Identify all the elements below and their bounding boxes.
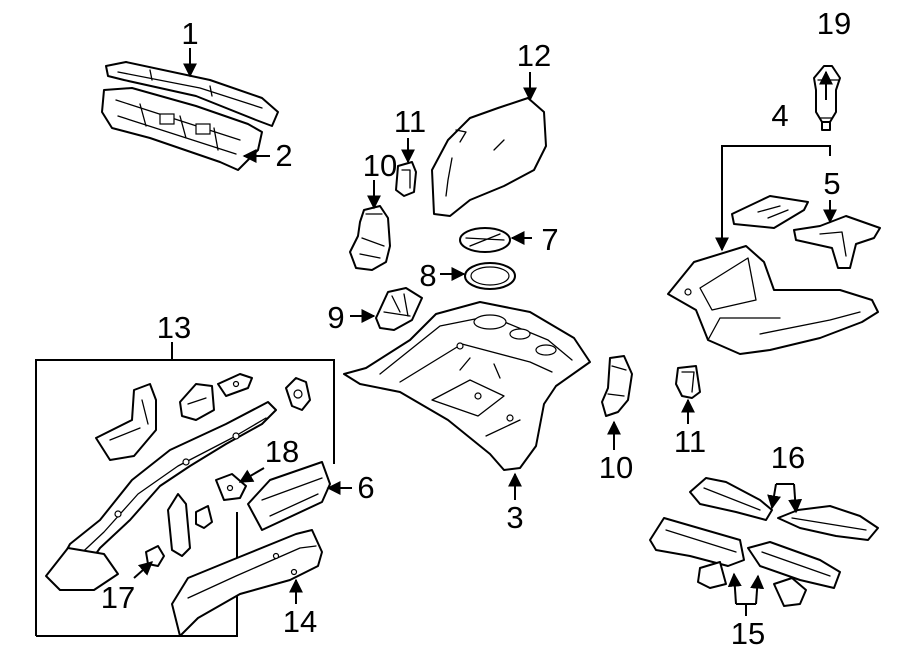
callout-12: 12 xyxy=(517,38,551,73)
part-9-bracket xyxy=(375,287,423,331)
part-15-left-rail xyxy=(649,517,745,589)
callout-14: 14 xyxy=(283,604,317,639)
callout-labels: 1 2 3 4 5 6 7 8 9 10 10 11 11 12 13 14 1… xyxy=(101,6,851,651)
leader-lines xyxy=(133,48,837,616)
callout-16: 16 xyxy=(771,440,805,475)
part-13-bracket-b xyxy=(217,373,253,397)
part-1-rear-panel xyxy=(105,61,279,127)
callout-7: 7 xyxy=(541,222,558,257)
part-17-bracket xyxy=(145,545,165,567)
part-13-small-bracket xyxy=(195,505,213,529)
part-11-upper-bracket xyxy=(395,161,417,197)
callout-4: 4 xyxy=(771,98,788,133)
callout-3: 3 xyxy=(506,500,523,535)
part-13-bracket-c xyxy=(285,377,311,411)
group-13-box xyxy=(35,359,335,637)
part-10-right-bracket xyxy=(601,355,633,417)
part-13-inner-panel xyxy=(95,383,157,461)
callout-11-right: 11 xyxy=(674,424,706,459)
callout-1: 1 xyxy=(181,16,198,51)
callout-10-left: 10 xyxy=(363,148,397,183)
part-11-right-bracket xyxy=(675,365,701,399)
callout-2: 2 xyxy=(275,138,292,173)
part-5-crossmember xyxy=(793,215,881,269)
part-10-left-bracket xyxy=(349,205,391,271)
part-13-bracket-a xyxy=(179,383,215,421)
part-3-rear-floor xyxy=(343,301,591,471)
part-cover-plate xyxy=(731,195,809,229)
part-7-plug xyxy=(459,227,511,253)
part-18-bracket xyxy=(215,473,247,501)
callout-15: 15 xyxy=(731,616,765,651)
callout-17: 17 xyxy=(101,580,135,615)
callout-19: 19 xyxy=(817,6,851,41)
callout-6: 6 xyxy=(357,470,374,505)
part-14-rail xyxy=(171,529,323,637)
callout-10-right: 10 xyxy=(599,450,633,485)
part-16-left-rail xyxy=(689,477,773,521)
part-6-rail-extension xyxy=(247,461,331,531)
part-16-right-rail xyxy=(777,505,879,541)
callout-11-upper: 11 xyxy=(394,104,426,139)
part-4-spare-wheel-well xyxy=(667,245,879,355)
callout-13: 13 xyxy=(157,310,191,345)
callout-5: 5 xyxy=(823,166,840,201)
part-8-seal-ring xyxy=(464,262,516,290)
part-13-pillar xyxy=(167,493,191,557)
callout-8: 8 xyxy=(419,258,436,293)
part-12-side-trim xyxy=(431,97,547,217)
part-13-lower-rail xyxy=(45,547,119,591)
part-15-right-rail xyxy=(747,541,841,607)
callout-9: 9 xyxy=(327,300,344,335)
callout-18: 18 xyxy=(265,434,299,469)
